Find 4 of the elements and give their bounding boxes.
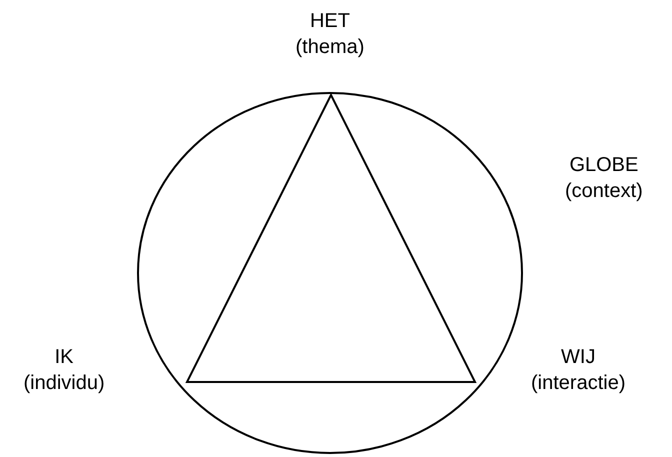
corner-label: HET (thema) [296,9,364,60]
circle-label: GLOBE (context) [565,153,643,204]
corner-label: IK (individu) [24,345,105,396]
corner-label: WIJ (interactie) [531,345,626,396]
